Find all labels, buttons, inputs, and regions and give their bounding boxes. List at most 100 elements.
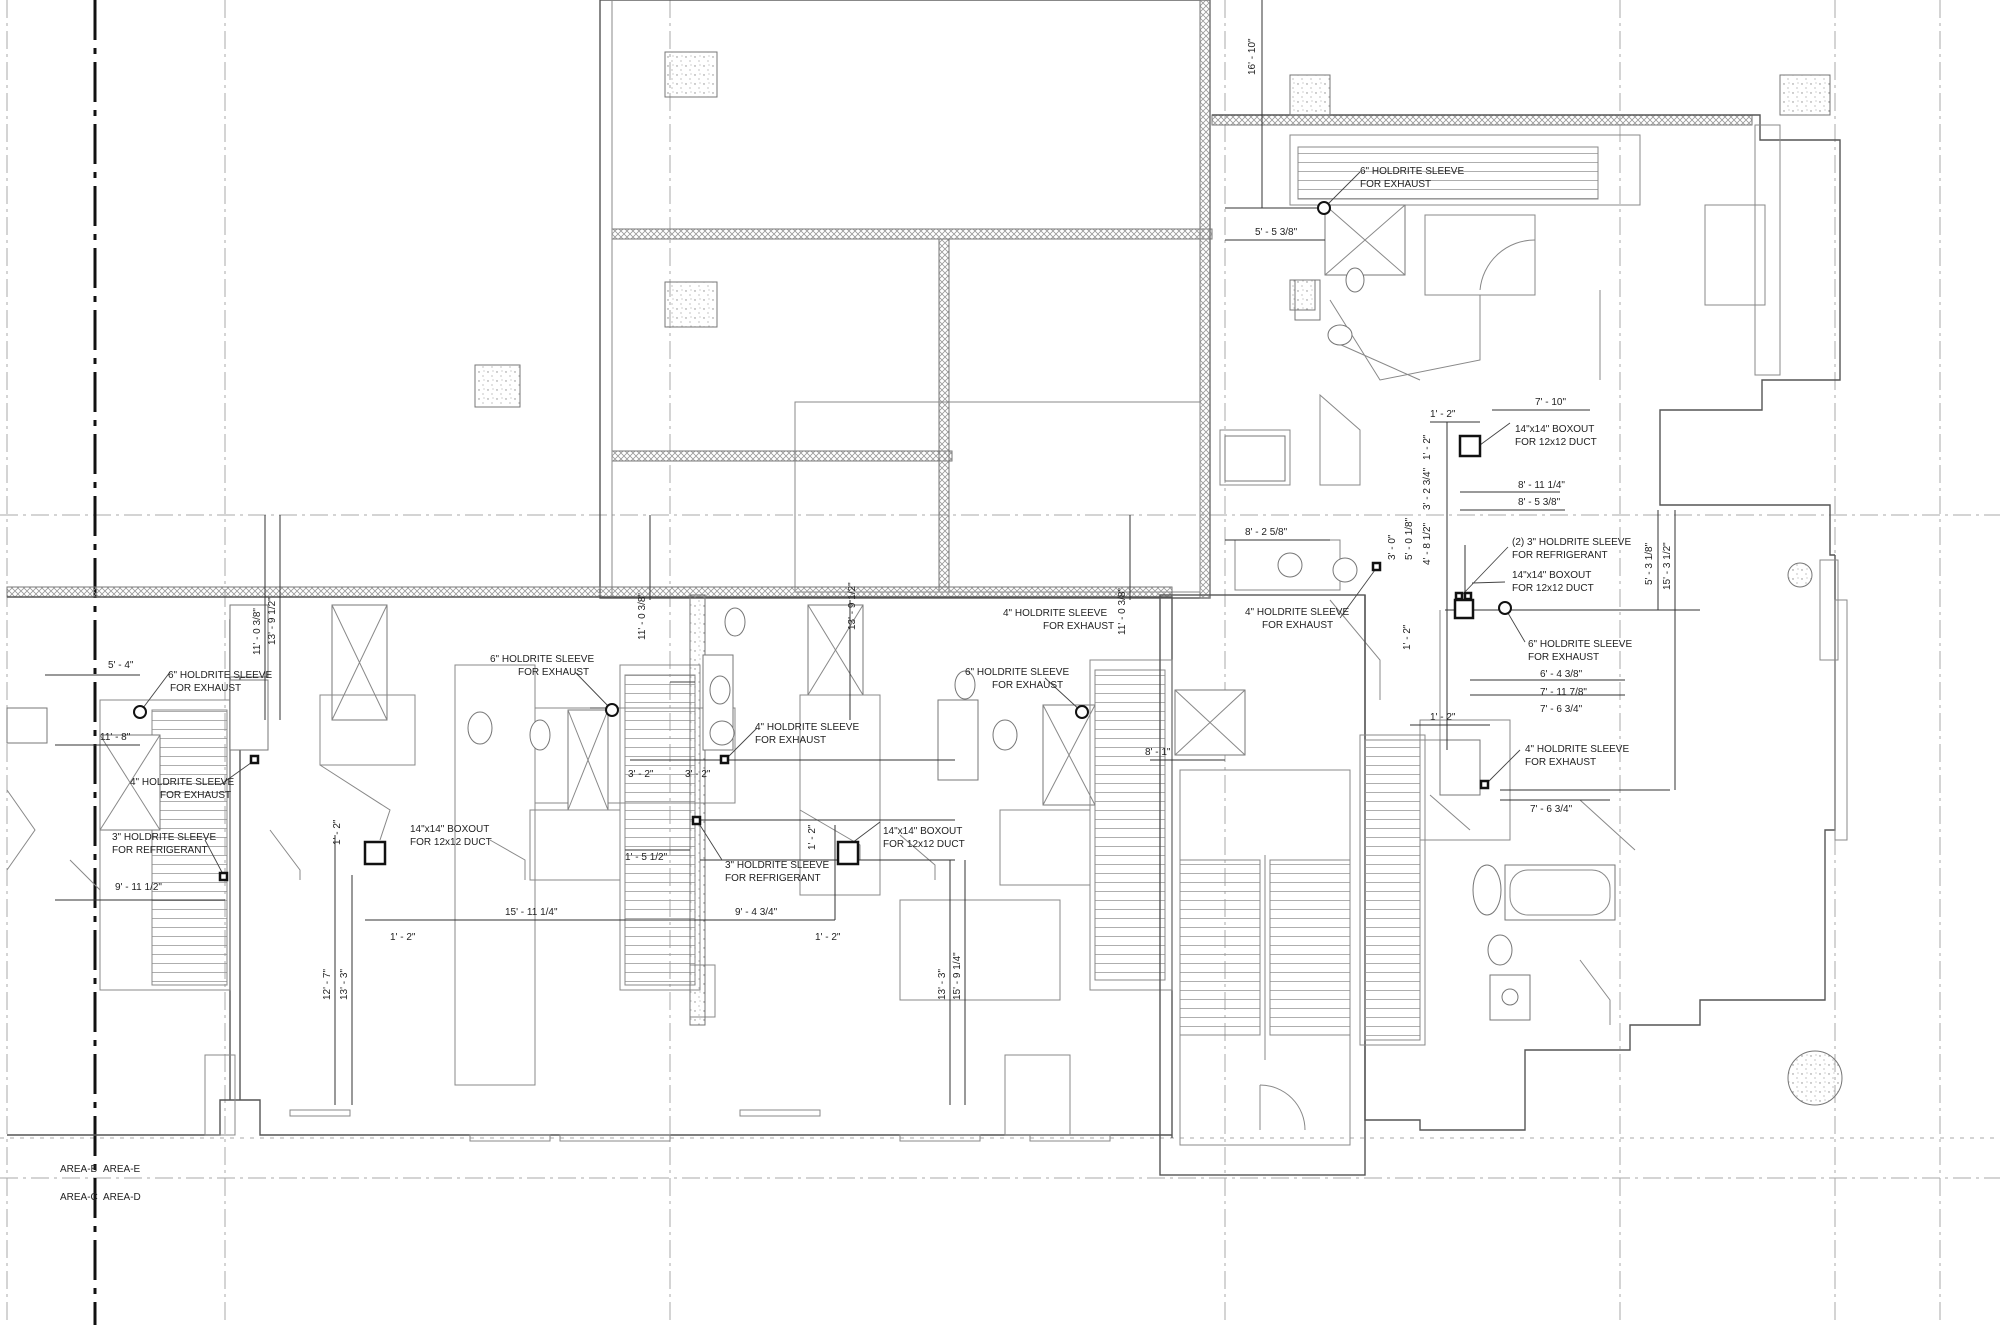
dimension-label: 7' - 11 7/8" — [1540, 687, 1587, 698]
structural-columns — [474, 51, 718, 408]
exhaust-sleeve-icon — [133, 705, 147, 719]
callout-labels: 6" HOLDRITE SLEEVE FOR EXHAUST 14"x14" B… — [112, 166, 1632, 884]
callout-label: FOR 12x12 DUCT — [1515, 437, 1597, 448]
dimension-label: 12' - 7" — [322, 969, 333, 1000]
dimension-label: 9' - 4 3/4" — [735, 907, 778, 918]
dimension-label: 8' - 2 5/8" — [1245, 527, 1288, 538]
dimension-label: 1' - 2" — [390, 932, 416, 943]
callout-label: 4" HOLDRITE SLEEVE — [755, 722, 859, 733]
upper-right-unit — [1211, 74, 1841, 741]
exhaust-sleeve-icon — [719, 754, 730, 765]
dimension-lines — [45, 0, 1700, 1105]
callout-label: FOR EXHAUST — [160, 790, 231, 801]
dimension-label: 15' - 11 1/4" — [505, 907, 558, 918]
boxout-icon — [1453, 598, 1475, 620]
callout-label: 6" HOLDRITE SLEEVE — [965, 667, 1069, 678]
dimension-label: 15' - 3 1/2" — [1662, 542, 1673, 590]
dimension-label: 7' - 6 3/4" — [1540, 704, 1583, 715]
lower-building — [6, 586, 1173, 1142]
refrigerant-sleeve-icon — [1463, 591, 1473, 601]
callout-label: FOR EXHAUST — [518, 667, 589, 678]
dimension-label: 13' - 9 1/2" — [267, 597, 278, 645]
dimension-label: 1' - 2" — [1422, 434, 1433, 460]
dimension-labels: 16' - 10" 5' - 5 3/8" 7' - 10" 1' - 2" 1… — [100, 38, 1673, 1000]
dimension-label: 5' - 0 1/8" — [1404, 517, 1415, 560]
dimension-label: 11' - 8" — [100, 732, 131, 743]
dimension-label: 8' - 5 3/8" — [1518, 497, 1561, 508]
callout-label: FOR EXHAUST — [1360, 179, 1431, 190]
dimension-label: 4' - 8 1/2" — [1422, 522, 1433, 565]
area-tag-d: AREA-D — [103, 1192, 141, 1203]
exhaust-sleeve-icon — [249, 754, 260, 765]
callout-label: FOR REFRIGERANT — [725, 873, 821, 884]
callout-label: FOR EXHAUST — [992, 680, 1063, 691]
callout-label: FOR 12x12 DUCT — [410, 837, 492, 848]
callout-label: 14"x14" BOXOUT — [1515, 424, 1594, 435]
dimension-label: 8' - 1" — [1145, 747, 1171, 758]
dimension-label: 16' - 10" — [1247, 38, 1258, 75]
dimension-label: 5' - 4" — [108, 660, 134, 671]
dimension-label: 1' - 2" — [1402, 624, 1413, 650]
boxout-icon — [836, 840, 860, 866]
exhaust-sleeve-icon — [1498, 601, 1512, 615]
dimension-label: 3' - 2" — [628, 769, 654, 780]
dimension-label: 3' - 2 3/4" — [1422, 467, 1433, 510]
dimension-label: 15' - 9 1/4" — [952, 952, 963, 1000]
dimension-label: 7' - 6 3/4" — [1530, 804, 1573, 815]
callout-label: FOR EXHAUST — [1528, 652, 1599, 663]
callout-label: 3" HOLDRITE SLEEVE — [112, 832, 216, 843]
dimension-label: 8' - 11 1/4" — [1518, 480, 1565, 491]
callout-label: 6" HOLDRITE SLEEVE — [1528, 639, 1632, 650]
callout-label: FOR 12x12 DUCT — [1512, 583, 1594, 594]
exhaust-sleeve-icon — [1371, 561, 1382, 572]
boxout-icon — [1458, 434, 1482, 458]
dimension-label: 13' - 9 1/2" — [847, 582, 858, 630]
dimension-label: 6' - 4 3/8" — [1540, 669, 1583, 680]
right-wing — [1359, 555, 1848, 1131]
dimension-label: 5' - 3 1/8" — [1644, 542, 1655, 585]
area-tag-c: AREA-C — [60, 1192, 98, 1203]
callout-label: 14"x14" BOXOUT — [1512, 570, 1591, 581]
dimension-label: 3' - 0" — [1387, 534, 1398, 560]
dimension-label: 5' - 5 3/8" — [1255, 227, 1298, 238]
stair-core — [1159, 594, 1366, 1176]
callout-label: 4" HOLDRITE SLEEVE — [130, 777, 234, 788]
callout-label: 6" HOLDRITE SLEEVE — [1360, 166, 1464, 177]
dimension-label: 3' - 2" — [685, 769, 711, 780]
callout-label: FOR EXHAUST — [1262, 620, 1333, 631]
exhaust-sleeve-icon — [605, 703, 619, 717]
dimension-label: 1' - 2" — [1430, 409, 1456, 420]
exhaust-sleeve-icon — [1075, 705, 1089, 719]
exhaust-sleeve-icon — [1479, 779, 1490, 790]
sleeve-symbols — [133, 201, 1512, 882]
dimension-label: 11' - 0 3/8" — [637, 593, 648, 640]
dimension-label: 1' - 5 1/2" — [625, 852, 668, 863]
dimension-label: 1' - 2" — [807, 824, 818, 850]
dimension-label: 1' - 2" — [815, 932, 841, 943]
callout-label: 14"x14" BOXOUT — [410, 824, 489, 835]
callout-label: (2) 3" HOLDRITE SLEEVE — [1512, 537, 1631, 548]
callout-leaders — [139, 171, 1526, 879]
callout-label: FOR EXHAUST — [755, 735, 826, 746]
dimension-label: 13' - 3" — [339, 969, 350, 1000]
callout-label: FOR REFRIGERANT — [112, 845, 208, 856]
dimension-label: 1' - 2" — [332, 819, 343, 845]
area-tags: AREA-B AREA-E AREA-C AREA-D — [60, 1164, 141, 1203]
callout-label: FOR EXHAUST — [170, 683, 241, 694]
area-tag-b: AREA-B — [60, 1164, 98, 1175]
callout-label: 4" HOLDRITE SLEEVE — [1003, 608, 1107, 619]
callout-label: 4" HOLDRITE SLEEVE — [1245, 607, 1349, 618]
dimension-label: 1' - 2" — [1430, 712, 1456, 723]
dimension-label: 13' - 3" — [937, 969, 948, 1000]
refrigerant-sleeve-icon — [1454, 591, 1464, 601]
refrigerant-sleeve-icon — [691, 815, 702, 826]
callout-label: FOR EXHAUST — [1525, 757, 1596, 768]
dimension-label: 11' - 0 3/8" — [252, 608, 263, 655]
boxout-icon — [363, 840, 387, 866]
callout-label: 6" HOLDRITE SLEEVE — [490, 654, 594, 665]
callout-label: 6" HOLDRITE SLEEVE — [168, 670, 272, 681]
callout-label: FOR REFRIGERANT — [1512, 550, 1608, 561]
callout-label: FOR 12x12 DUCT — [883, 839, 965, 850]
